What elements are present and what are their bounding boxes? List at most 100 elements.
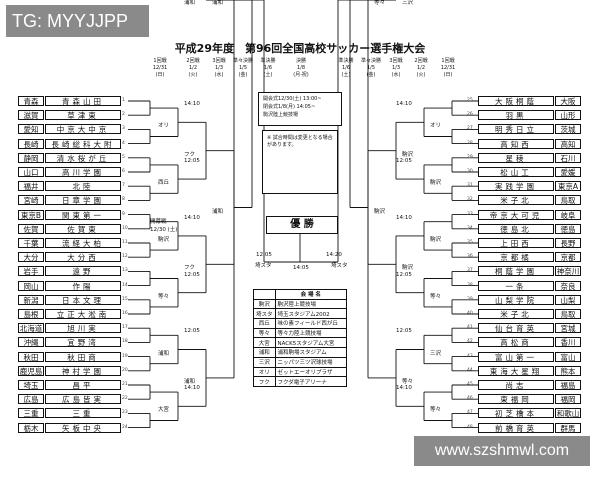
team-prefecture: 埼玉 — [18, 380, 44, 390]
team-number: 47 — [467, 410, 473, 416]
venue-key: 埼スタ — [253, 308, 276, 320]
watermark-top: TG: MYYJJPP — [6, 5, 149, 37]
team-school: 桐蔭学園 — [478, 266, 554, 277]
team-prefecture: 茨城 — [555, 124, 581, 135]
info-line: 開会式12/30(土) 13:00~ — [263, 96, 322, 102]
team-school: 大阪桐蔭 — [478, 96, 554, 106]
team-prefecture: 香川 — [555, 337, 581, 348]
team-number: 16 — [122, 311, 128, 316]
round-header-line: 12/31 — [152, 65, 168, 71]
match-label: 12/30 (土) — [150, 227, 178, 233]
team-prefecture: 愛媛 — [555, 167, 581, 177]
team-number: 31 — [467, 183, 473, 189]
round-header-line: 準決勝 — [338, 58, 354, 64]
match-label: 等々 — [402, 378, 414, 385]
match-label: 12:05 — [184, 271, 200, 278]
round-header-line: 3回戦 — [212, 58, 226, 64]
team-school: 佐賀東 — [45, 223, 121, 234]
match-label: 等々 — [430, 293, 442, 300]
round-header-line: 12/31 — [440, 65, 456, 71]
team-number: 21 — [122, 382, 128, 387]
match-label: 14:20 — [326, 252, 342, 258]
match-label: 三沢 — [402, 0, 414, 6]
team-number: 8 — [122, 197, 125, 203]
round-header-line: 1/5 — [238, 65, 248, 71]
team-school: 山梨学院 — [478, 294, 554, 305]
match-label: オリ — [158, 123, 170, 130]
watermark-bottom: www.szshmwl.com — [414, 436, 590, 466]
venue-key: オリ — [253, 366, 276, 378]
team-number: 2 — [122, 112, 125, 118]
match-label: 12:05 — [396, 271, 412, 278]
team-prefecture: 東京B — [18, 209, 44, 220]
team-number: 10 — [122, 225, 128, 231]
team-prefecture: 島根 — [18, 309, 44, 319]
match-label: フク — [184, 151, 196, 158]
team-school: 尚志 — [478, 380, 554, 390]
round-header-line: 1回戦 — [153, 58, 167, 64]
venue-row: 埼スタ埼玉スタジアム2002 — [253, 308, 348, 320]
venue-name: 等々力陸上競技場 — [274, 327, 348, 339]
info-line: 駒沢陸上競技場 — [263, 112, 299, 118]
notice-box: ※ 試合時間は変更となる場合があります。 — [262, 130, 338, 194]
team-number: 48 — [467, 424, 473, 430]
match-label: 駒沢 — [158, 236, 170, 243]
team-school: 星稜 — [478, 152, 554, 163]
team-prefecture: 山梨 — [555, 294, 581, 305]
team-school: 青森山田 — [45, 96, 121, 106]
round-header-line: 1/6 — [341, 65, 351, 71]
round-header-line: (土) — [341, 72, 351, 78]
team-school: 東福岡 — [478, 394, 554, 405]
venue-row: 西丘味の素フィールド西が丘 — [253, 318, 348, 329]
info-line: 閉会式1/8(月) 14:05~ — [263, 104, 316, 110]
team-prefecture: 岩手 — [18, 266, 44, 277]
team-prefecture: 鹿児島 — [18, 365, 44, 376]
venue-key: 三沢 — [253, 356, 276, 368]
team-prefecture: 宮崎 — [18, 195, 44, 206]
team-prefecture: 静岡 — [18, 152, 44, 163]
venue-key: 駒沢 — [253, 298, 276, 310]
team-prefecture: 長野 — [555, 238, 581, 248]
match-label: 駒沢 — [402, 265, 414, 272]
team-prefecture: 群馬 — [555, 422, 581, 433]
round-header-line: 2回戦 — [414, 58, 428, 64]
round-header-line: (水) — [391, 72, 401, 78]
team-school: 流経大柏 — [45, 238, 121, 248]
team-number: 14 — [122, 282, 128, 288]
match-label: 等々 — [158, 293, 170, 300]
team-school: 遠野 — [45, 266, 121, 277]
team-number: 1 — [122, 98, 125, 103]
champion-box: 優 勝 — [266, 216, 338, 234]
round-header-line: (水) — [214, 72, 224, 78]
team-school: 仙台育英 — [478, 323, 554, 334]
venue-header-row: 会 場 名 — [253, 289, 348, 300]
team-number: 33 — [467, 211, 473, 217]
page-title: 平成29年度 第96回全国高校サッカー選手権大会 — [174, 42, 426, 55]
venue-header-key — [253, 289, 276, 300]
team-school: 宜野湾 — [45, 337, 121, 348]
